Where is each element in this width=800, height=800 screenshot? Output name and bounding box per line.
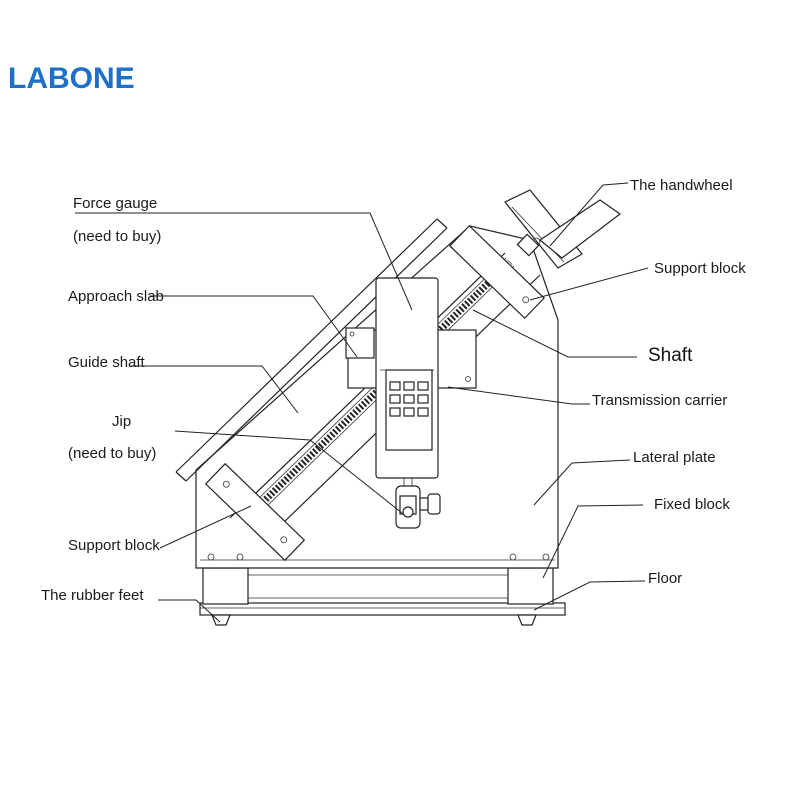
- rubber-foot-left: [211, 614, 231, 626]
- label-force-gauge-note: (need to buy): [73, 228, 161, 245]
- label-jip-note: (need to buy): [68, 445, 156, 462]
- label-shaft: Shaft: [648, 345, 693, 366]
- label-fixed-block: Fixed block: [654, 496, 730, 513]
- support-block-right-part: [449, 224, 545, 320]
- leader-lines: [75, 182, 649, 623]
- fixed-block-right: [507, 567, 554, 605]
- label-rubber-feet: The rubber feet: [41, 587, 144, 604]
- label-lateral-plate: Lateral plate: [633, 449, 716, 466]
- label-floor: Floor: [648, 570, 682, 587]
- label-jip: Jip: [112, 413, 131, 430]
- machine-illustration: [175, 189, 622, 626]
- label-transmission-carrier: Transmission carrier: [592, 392, 727, 409]
- label-handwheel: The handwheel: [630, 177, 733, 194]
- fixed-block-left: [202, 567, 249, 605]
- logo-text: LABONE: [8, 62, 135, 95]
- jig-part: [395, 485, 441, 529]
- part-labels: Force gauge (need to buy) Approach slab …: [41, 177, 746, 604]
- label-approach-slab: Approach slab: [68, 288, 164, 305]
- floor-plate: [199, 602, 566, 616]
- rubber-foot-right: [517, 614, 537, 626]
- label-guide-shaft: Guide shaft: [68, 354, 146, 371]
- labone-logo: LABONE: [8, 62, 135, 95]
- label-support-block-right: Support block: [654, 260, 746, 277]
- support-block-left-part: [204, 462, 306, 562]
- label-support-block-left: Support block: [68, 537, 160, 554]
- approach-slab-part: [345, 327, 375, 359]
- force-gauge-part: [375, 277, 439, 488]
- label-force-gauge: Force gauge: [73, 195, 157, 212]
- handwheel-part: [504, 189, 622, 269]
